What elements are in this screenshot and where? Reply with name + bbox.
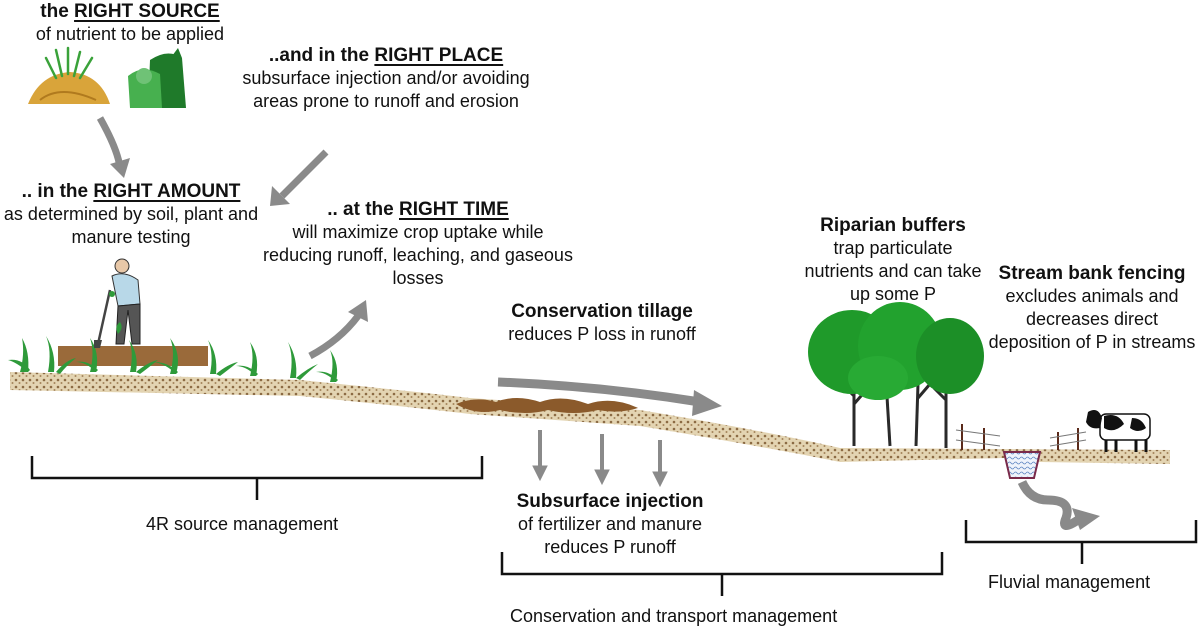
subsurface-injection-block: Subsurface injection of fertilizer and m… <box>498 490 722 559</box>
bracket-conservation-transport <box>500 552 944 596</box>
right-place-keyword: RIGHT PLACE <box>374 45 504 66</box>
arrow-field-to-time <box>308 300 368 360</box>
conservation-tillage-block: Conservation tillage reduces P loss in r… <box>502 300 702 346</box>
crop-residue <box>456 398 638 413</box>
stream-bank-fencing-title: Stream bank fencing <box>998 263 1186 284</box>
stream-bank-fencing-body: excludes animals and decreases direct de… <box>988 286 1196 352</box>
right-time-heading: .. at the RIGHT TIME <box>262 198 574 221</box>
source-management-label: 4R source management <box>146 514 339 534</box>
right-time-body: will maximize crop uptake while reducing… <box>263 222 573 288</box>
injection-arrows <box>532 430 668 488</box>
right-place-block: ..and in the RIGHT PLACE subsurface inje… <box>238 44 534 113</box>
riparian-buffers-body: trap particulate nutrients and can take … <box>804 238 982 304</box>
right-source-prefix: the <box>40 1 75 22</box>
fluvial-management-label: Fluvial management <box>988 572 1151 592</box>
right-place-heading: ..and in the RIGHT PLACE <box>238 44 534 67</box>
conservation-transport-label: Conservation and transport management <box>510 606 838 626</box>
cow-icon <box>1086 410 1151 452</box>
right-amount-keyword: RIGHT AMOUNT <box>93 181 241 202</box>
fertilizer-pile-icon <box>28 46 110 104</box>
riparian-buffers-title: Riparian buffers <box>820 215 966 236</box>
right-place-prefix: ..and in the <box>268 45 375 66</box>
right-amount-body: as determined by soil, plant and manure … <box>3 204 259 247</box>
corn-crops <box>8 336 338 382</box>
soil-ground <box>10 372 1170 464</box>
stream-bank-fencing-block: Stream bank fencing excludes animals and… <box>986 262 1198 354</box>
fence-icon <box>955 424 1087 450</box>
riparian-buffers-block: Riparian buffers trap particulate nutrie… <box>798 214 988 306</box>
runoff-arrow <box>497 377 722 416</box>
right-source-keyword: RIGHT SOURCE <box>74 1 220 22</box>
right-place-body: subsurface injection and/or avoiding are… <box>242 68 530 111</box>
arrow-place-to-amount <box>270 149 329 206</box>
stream-icon <box>1002 451 1100 530</box>
right-time-prefix: .. at the <box>327 199 399 220</box>
right-amount-prefix: .. in the <box>21 181 94 202</box>
conservation-tillage-title: Conservation tillage <box>511 301 693 322</box>
bracket-source-management <box>30 456 484 500</box>
right-source-block: the RIGHT SOURCE of nutrient to be appli… <box>0 0 260 46</box>
farmer-icon <box>94 258 141 348</box>
right-source-heading: the RIGHT SOURCE <box>0 0 260 23</box>
arrow-source-to-amount <box>96 116 130 178</box>
tree-icon <box>808 302 984 448</box>
conservation-tillage-body: reduces P loss in runoff <box>508 324 696 344</box>
bracket-fluvial <box>964 520 1198 564</box>
subsurface-injection-body: of fertilizer and manure reduces P runof… <box>517 514 703 557</box>
right-amount-heading: .. in the RIGHT AMOUNT <box>0 180 262 203</box>
right-amount-block: .. in the RIGHT AMOUNT as determined by … <box>0 180 262 249</box>
right-time-keyword: RIGHT TIME <box>399 199 509 220</box>
subsurface-injection-title: Subsurface injection <box>516 491 704 512</box>
right-time-block: .. at the RIGHT TIME will maximize crop … <box>262 198 574 290</box>
manure-animals-icon <box>128 48 186 108</box>
right-source-body: of nutrient to be applied <box>35 24 225 44</box>
